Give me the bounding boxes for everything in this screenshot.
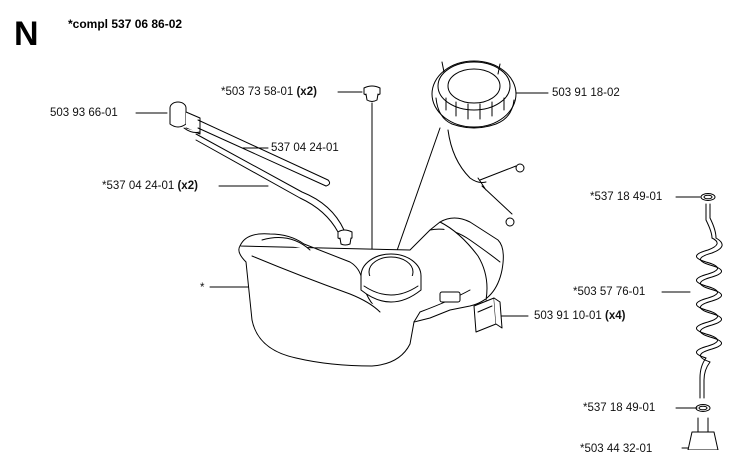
part-number: 537 04 24-01 (271, 142, 339, 154)
fuel-filter-part (687, 417, 719, 450)
part-number: 503 91 18-02 (552, 87, 620, 99)
callout-o-ring-upper: *537 18 49-01 (590, 190, 662, 204)
grommet-part (363, 85, 381, 102)
callout-o-ring-lower: *537 18 49-01 (583, 401, 655, 415)
damper-part (473, 297, 503, 333)
callout-grommet: *503 73 58-01 (x2) (221, 85, 317, 99)
callout-fuel-cap: 503 91 18-02 (552, 86, 620, 100)
callout-fuel-hose-kit: *537 04 24-01 (x2) (102, 179, 198, 193)
callout-coil-spring: *503 57 76-01 (573, 285, 645, 299)
callout-tank: * (200, 281, 204, 295)
o-ring-upper-part (700, 193, 716, 201)
part-number: 503 93 66-01 (50, 107, 118, 119)
quantity: (x2) (177, 180, 198, 192)
fuel-hose-part (195, 119, 345, 233)
part-number: * (200, 282, 205, 294)
vent-valve-part (169, 101, 201, 135)
kit-note: *compl 537 06 86-02 (68, 17, 183, 31)
part-number: *503 73 58-01 (221, 86, 294, 98)
part-number: *503 57 76-01 (573, 286, 646, 298)
part-number: *537 04 24-01 (102, 180, 175, 192)
coil-spring-part (696, 203, 723, 399)
quantity: (x2) (296, 86, 317, 98)
part-number: *503 44 32-01 (580, 443, 653, 455)
quantity: (x4) (605, 310, 626, 322)
section-letter: N (14, 15, 39, 53)
callout-fuel-filter: *503 44 32-01 (580, 442, 652, 456)
callout-vent: 503 93 66-01 (50, 106, 118, 120)
hose-grommet-part (337, 229, 353, 246)
callout-fuel-hose: 537 04 24-01 (271, 141, 339, 155)
part-number: *537 18 49-01 (583, 402, 656, 414)
o-ring-lower-part (695, 404, 711, 412)
part-number: *537 18 49-01 (590, 191, 663, 203)
fuel-cap-part (431, 60, 525, 227)
fuel-tank-part (238, 217, 504, 367)
part-number: 503 91 10-01 (534, 310, 602, 322)
callout-damper: 503 91 10-01 (x4) (534, 309, 625, 323)
leader-lines (135, 91, 701, 449)
